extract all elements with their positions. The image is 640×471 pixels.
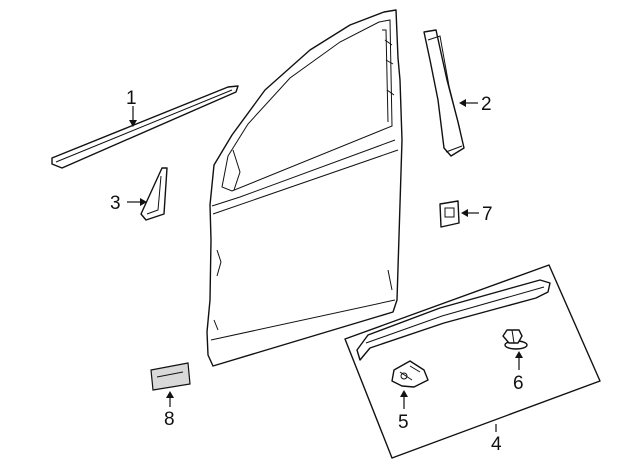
pillar-applique <box>423 29 465 157</box>
bracket-clip <box>391 360 429 388</box>
callout-8: 8 <box>164 409 175 430</box>
corner-trim <box>140 167 168 221</box>
lower-door-molding <box>356 279 551 361</box>
callout-5: 5 <box>398 412 409 433</box>
callout-4: 4 <box>491 434 502 455</box>
callout-7: 7 <box>482 204 493 225</box>
label-part <box>150 362 191 391</box>
push-pin-clip <box>502 329 528 350</box>
molding-kit-box <box>344 264 601 459</box>
pad-part <box>439 200 460 228</box>
belt-molding <box>51 85 239 169</box>
callout-1: 1 <box>126 88 137 109</box>
callout-labels: 1 2 3 4 5 6 7 8 <box>110 88 524 455</box>
callout-3: 3 <box>110 193 121 214</box>
callout-6: 6 <box>513 373 524 394</box>
leader-lines <box>127 99 523 432</box>
callout-2: 2 <box>481 94 492 115</box>
door-shell <box>206 9 403 367</box>
